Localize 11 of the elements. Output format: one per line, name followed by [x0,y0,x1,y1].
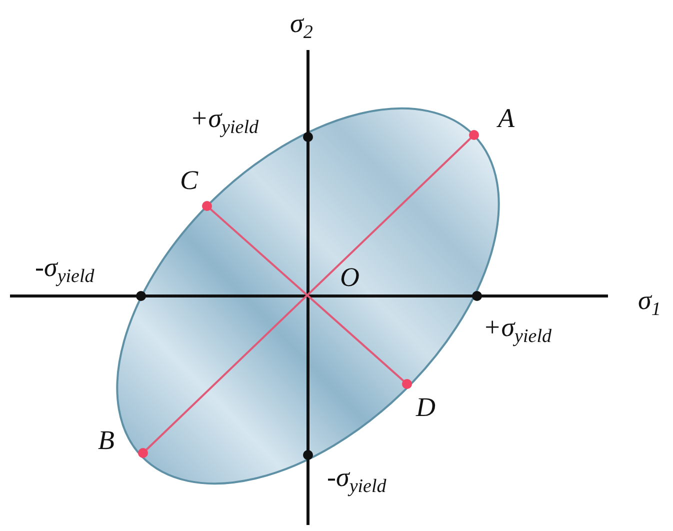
point-label: A [498,103,514,133]
tick-label: -σ$_{yield}$ [327,462,386,499]
tick-label: +σ$_{yield}$ [190,103,258,140]
axis-label: σ$_{1}$ [638,285,661,322]
axis-label: σ$_{2}$ [290,8,313,45]
point-label: C [180,165,198,195]
point-label: B [98,425,114,455]
point-label: D [416,392,436,422]
origin-label: O [340,262,360,292]
tick-label: -σ$_{yield}$ [35,252,94,289]
tick-label: +σ$_{yield}$ [483,312,552,349]
